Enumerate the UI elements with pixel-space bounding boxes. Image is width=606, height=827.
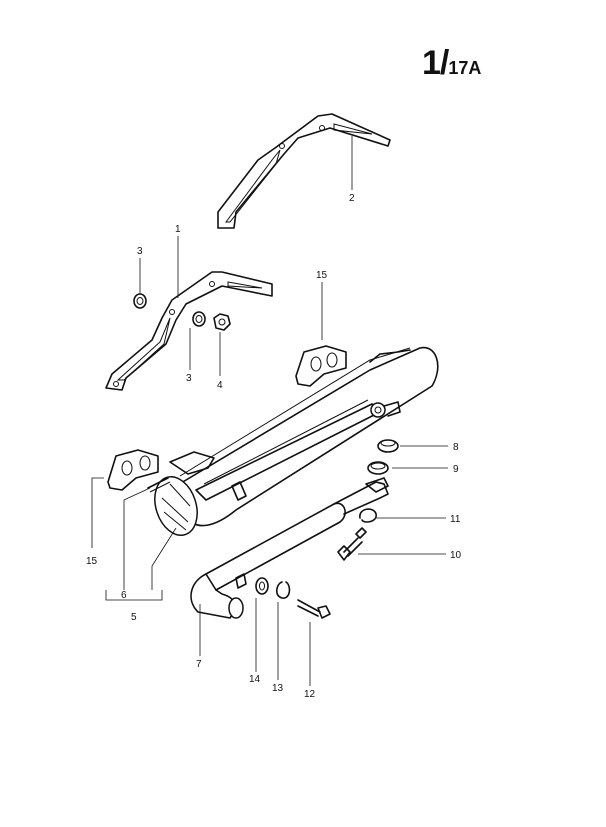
- part-6-stud: [147, 477, 171, 493]
- callout-7: 7: [196, 659, 202, 670]
- callout-10: 10: [450, 550, 462, 561]
- callout-3-upper: 3: [137, 246, 143, 257]
- part-3-washer-upper: [133, 293, 147, 309]
- part-1-bracket: [105, 271, 273, 391]
- part-15-gasket-left: [107, 449, 159, 491]
- part-3-washer-lower: [192, 311, 206, 327]
- callout-5: 5: [131, 612, 137, 623]
- callout-15-left: 15: [86, 556, 98, 567]
- part-2-bracket: [217, 113, 391, 229]
- callout-8: 8: [453, 442, 459, 453]
- callout-6: 6: [121, 590, 127, 601]
- part-12-bolt: [297, 599, 331, 619]
- callout-11: 11: [450, 514, 461, 525]
- callout-9: 9: [453, 464, 459, 475]
- callout-15-right: 15: [316, 270, 328, 281]
- part-8-ring: [377, 439, 399, 453]
- page-number: 1/17A: [422, 44, 481, 83]
- part-13-spring-washer: [275, 581, 291, 599]
- part-11-clamp: [359, 508, 377, 523]
- page-number-suffix: 17A: [448, 58, 482, 78]
- callout-13: 13: [272, 683, 284, 694]
- callout-14: 14: [249, 674, 261, 685]
- part-14-washer: [255, 577, 269, 595]
- callout-3-lower: 3: [186, 373, 192, 384]
- part-5-muffler: [154, 346, 439, 536]
- part-15-gasket-right: [295, 345, 347, 387]
- part-10-bolt: [337, 527, 367, 561]
- part-7-tailpipe: [190, 477, 389, 619]
- leader-lines: [91, 136, 448, 686]
- page-number-main: 1/: [422, 44, 449, 82]
- callout-2: 2: [349, 193, 355, 204]
- callout-1: 1: [175, 224, 181, 235]
- callout-4: 4: [217, 380, 223, 391]
- part-4-nut: [213, 313, 231, 331]
- part-9-ring: [367, 461, 389, 475]
- callout-12: 12: [304, 689, 316, 700]
